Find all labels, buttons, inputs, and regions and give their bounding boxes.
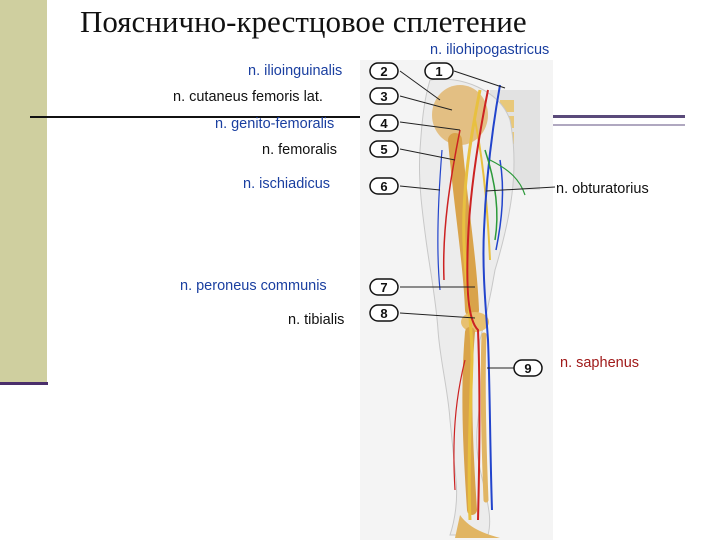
- number-badge-7: 7: [369, 278, 399, 296]
- svg-text:7: 7: [380, 280, 387, 295]
- svg-text:1: 1: [435, 64, 442, 79]
- number-badge-4: 4: [369, 114, 399, 132]
- label-tibialis: n. tibialis: [288, 312, 344, 328]
- label-ilioinguinalis: n. ilioinguinalis: [248, 63, 342, 79]
- svg-text:9: 9: [524, 361, 531, 376]
- number-badge-8: 8: [369, 304, 399, 322]
- label-genito-femoralis: n. genito-femoralis: [215, 116, 334, 132]
- number-badge-6: 6: [369, 177, 399, 195]
- label-ischiadicus: n. ischiadicus: [243, 176, 330, 192]
- label-cutaneus-femoris-lat: n. cutaneus femoris lat.: [173, 89, 323, 105]
- label-femoralis: n. femoralis: [262, 142, 337, 158]
- svg-text:6: 6: [380, 179, 387, 194]
- label-iliohipogastricus: n. iliohipogastricus: [430, 42, 549, 58]
- number-badge-5: 5: [369, 140, 399, 158]
- svg-text:8: 8: [380, 306, 387, 321]
- label-obturatorius: n. obturatorius: [556, 181, 649, 197]
- svg-text:5: 5: [380, 142, 387, 157]
- number-badge-2: 2: [369, 62, 399, 80]
- svg-text:4: 4: [380, 116, 388, 131]
- svg-text:2: 2: [380, 64, 387, 79]
- label-saphenus: n. saphenus: [560, 355, 639, 371]
- number-badge-1: 1: [424, 62, 454, 80]
- label-peroneus-communis: n. peroneus communis: [180, 278, 327, 294]
- number-badge-9: 9: [513, 359, 543, 377]
- number-badge-3: 3: [369, 87, 399, 105]
- svg-text:3: 3: [380, 89, 387, 104]
